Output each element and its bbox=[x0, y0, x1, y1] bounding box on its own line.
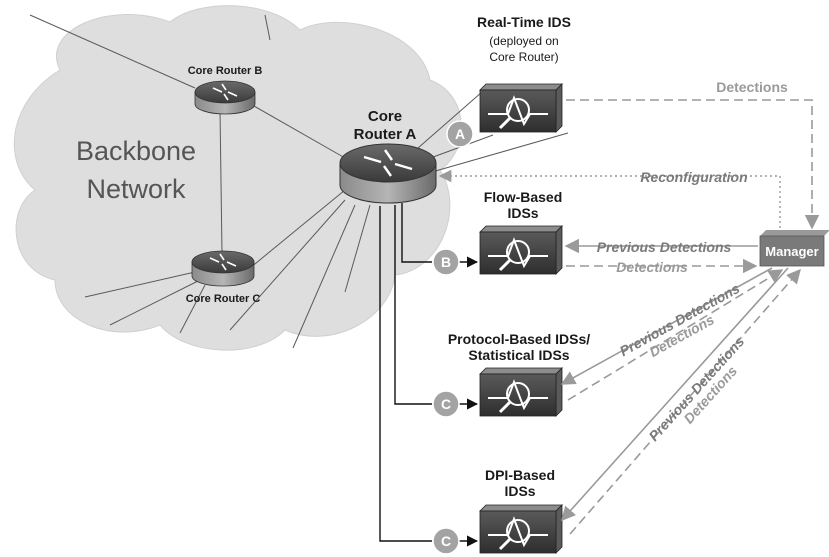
realtime-ids-sub2: Core Router) bbox=[489, 50, 558, 64]
svg-text:A: A bbox=[455, 126, 465, 142]
reconfiguration-label: Reconfiguration bbox=[640, 169, 747, 185]
dpi-ids-title2: IDSs bbox=[504, 483, 535, 499]
svg-text:B: B bbox=[441, 254, 451, 270]
ids-box-dpi bbox=[479, 504, 563, 554]
detections-label-realtime: Detections bbox=[716, 79, 788, 95]
ids-box-realtime bbox=[479, 83, 563, 133]
router-a-feed-lines bbox=[379, 203, 479, 547]
backbone-network-label-line2: Network bbox=[86, 174, 186, 204]
ids-box-flow bbox=[479, 225, 563, 275]
flow-ids-title1: Flow-Based bbox=[484, 189, 563, 205]
backbone-network-label-line1: Backbone bbox=[76, 136, 196, 166]
svg-text:C: C bbox=[441, 396, 451, 412]
badge-a: A bbox=[446, 120, 474, 148]
badge-c-dpi: C bbox=[432, 527, 460, 555]
ids-box-protocol bbox=[479, 367, 563, 417]
flow-ids-title2: IDSs bbox=[507, 205, 538, 221]
core-router-a-label-line1: Core bbox=[368, 108, 402, 125]
manager-node: Manager bbox=[759, 230, 829, 267]
realtime-ids-sub1: (deployed on bbox=[489, 34, 558, 48]
realtime-ids-title: Real-Time IDS bbox=[477, 14, 571, 30]
dpi-ids-title1: DPI-Based bbox=[485, 467, 555, 483]
flow-arrows bbox=[438, 99, 820, 535]
network-links bbox=[29, 14, 569, 349]
svg-text:C: C bbox=[441, 533, 451, 549]
protocol-ids-title1: Protocol-Based IDSs/ bbox=[448, 331, 590, 347]
protocol-ids-title2: Statistical IDSs bbox=[468, 347, 569, 363]
core-router-a-label-line2: Router A bbox=[354, 126, 417, 143]
badge-c-protocol: C bbox=[432, 390, 460, 418]
core-router-c-label: Core Router C bbox=[186, 293, 261, 305]
previous-detections-label-flow: Previous Detections bbox=[597, 239, 732, 255]
core-router-b bbox=[194, 80, 256, 115]
badge-b: B bbox=[432, 248, 460, 276]
core-router-c bbox=[191, 250, 255, 287]
core-router-a bbox=[339, 143, 437, 204]
manager-label: Manager bbox=[765, 244, 818, 259]
core-router-b-label: Core Router B bbox=[188, 65, 263, 77]
detections-label-flow: Detections bbox=[616, 259, 688, 275]
